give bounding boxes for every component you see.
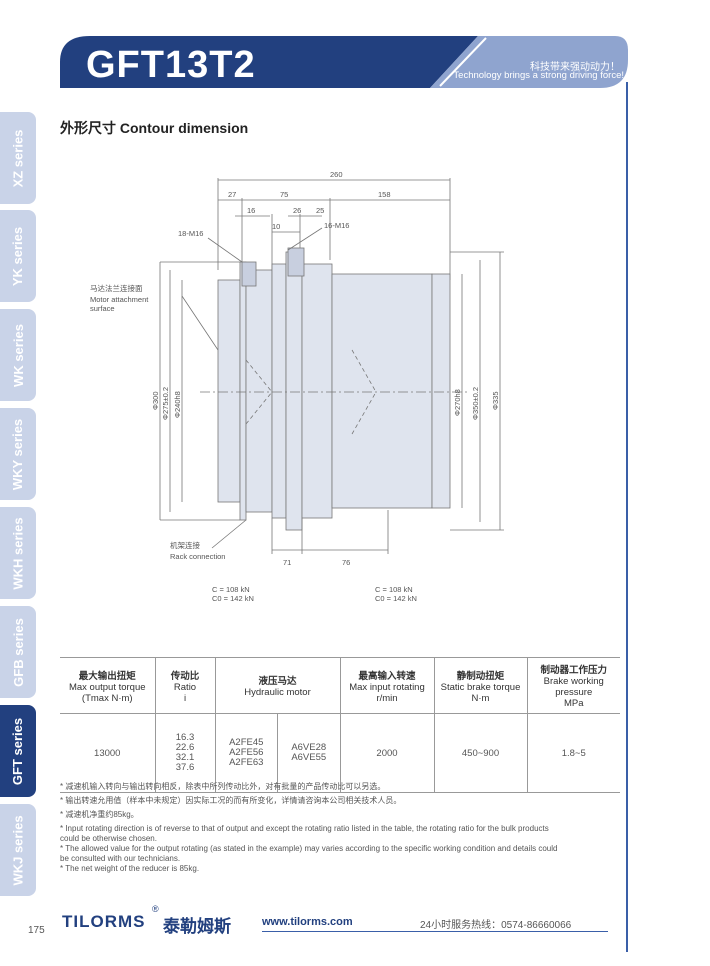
load-left-c0: C0 = 142 kN (212, 594, 254, 603)
note-cn-3: * 减速机净重约85kg。 (60, 810, 139, 819)
dia-350: Φ350±0.2 (471, 387, 480, 420)
brand-logo: TILORMS (62, 912, 146, 931)
tab-wkh-series[interactable]: WKH series (0, 507, 36, 599)
motor-face-en1: Motor attachment (90, 295, 149, 304)
dia-240: Φ240h8 (173, 391, 182, 418)
cell-speed: 2000 (339, 713, 434, 793)
footer-rule (262, 931, 608, 932)
dim-75: 75 (280, 190, 288, 199)
load-right-c: C = 108 kN (375, 585, 413, 594)
vertical-rule (626, 82, 628, 952)
tab-gfb-series[interactable]: GFB series (0, 606, 36, 698)
dim-27: 27 (228, 190, 236, 199)
dia-270: Φ270h8 (453, 389, 462, 416)
note-en-2: * The allowed value for the output rotat… (60, 844, 558, 853)
note-en-1b: could be otherwise chosen. (60, 834, 157, 843)
tab-wkj-series[interactable]: WKJ series (0, 804, 36, 896)
slogan-en: Technology brings a strong driving force… (453, 70, 624, 81)
brand-logo-cn: 泰勒姆斯 (163, 917, 231, 936)
motor-face-cn: 马达法兰连接面 (90, 283, 143, 293)
note-cn-2: * 输出转速允用值（样本中未规定）因实际工况的而有所变化，详情请咨询本公司相关技… (60, 796, 402, 805)
tab-wky-series[interactable]: WKY series (0, 408, 36, 500)
rack-cn: 机架连接 (170, 540, 200, 550)
dia-300: Φ300 (151, 392, 160, 411)
dim-26: 26 (293, 206, 301, 215)
thread-right-label: 16-M16 (324, 221, 349, 230)
registered-mark: ® (152, 904, 159, 914)
header-banner (60, 36, 628, 88)
dim-71: 71 (283, 558, 291, 567)
section-title: 外形尺寸 Contour dimension (60, 120, 249, 136)
cell-torque: 13000 (60, 713, 155, 793)
dim-25: 25 (316, 206, 324, 215)
note-cn-1: * 减速机输入转向与输出转向相反，除表中所列传动比外，对有批量的产品传动比可以另… (60, 782, 386, 791)
website-link[interactable]: www.tilorms.com (262, 916, 353, 928)
notes: * 减速机输入转向与输出转向相反，除表中所列传动比外，对有批量的产品传动比可以另… (60, 782, 620, 874)
slogan-cn: 科技带来强动动力！ (530, 62, 620, 73)
dim-158: 158 (378, 190, 391, 199)
thread-left-label: 18-M16 (178, 229, 203, 238)
dim-10: 10 (272, 222, 280, 231)
note-en-2b: be consulted with our technicians. (60, 854, 181, 863)
motor-face-en2: surface (90, 304, 115, 313)
dim-76: 76 (342, 558, 350, 567)
cell-brake-pressure: 1.8~5 (526, 713, 620, 793)
tab-wk-series[interactable]: WK series (0, 309, 36, 401)
dia-335: Φ335 (491, 392, 500, 411)
note-en-3: * The net weight of the reducer is 85kg. (60, 864, 200, 873)
dim-16: 16 (247, 206, 255, 215)
cell-brake-torque: 450~900 (433, 713, 527, 793)
page-title: GFT13T2 (86, 44, 256, 86)
dim-260: 260 (330, 170, 343, 179)
page-number: 175 (28, 925, 45, 936)
dia-275: Φ275±0.2 (161, 387, 170, 420)
note-en-1: * Input rotating direction is of reverse… (60, 824, 549, 833)
load-left-c: C = 108 kN (212, 585, 250, 594)
tab-xz-series[interactable]: XZ series (0, 112, 36, 204)
contour-drawing: 260 27 75 158 16 26 25 10 18-M16 16-M16 … (90, 170, 504, 603)
load-right-c0: C0 = 142 kN (375, 594, 417, 603)
tab-yk-series[interactable]: YK series (0, 210, 36, 302)
rack-en: Rack connection (170, 552, 225, 561)
hotline: 24小时服务热线：0574-86660066 (420, 920, 572, 931)
tab-gft-series[interactable]: GFT series (0, 705, 36, 797)
